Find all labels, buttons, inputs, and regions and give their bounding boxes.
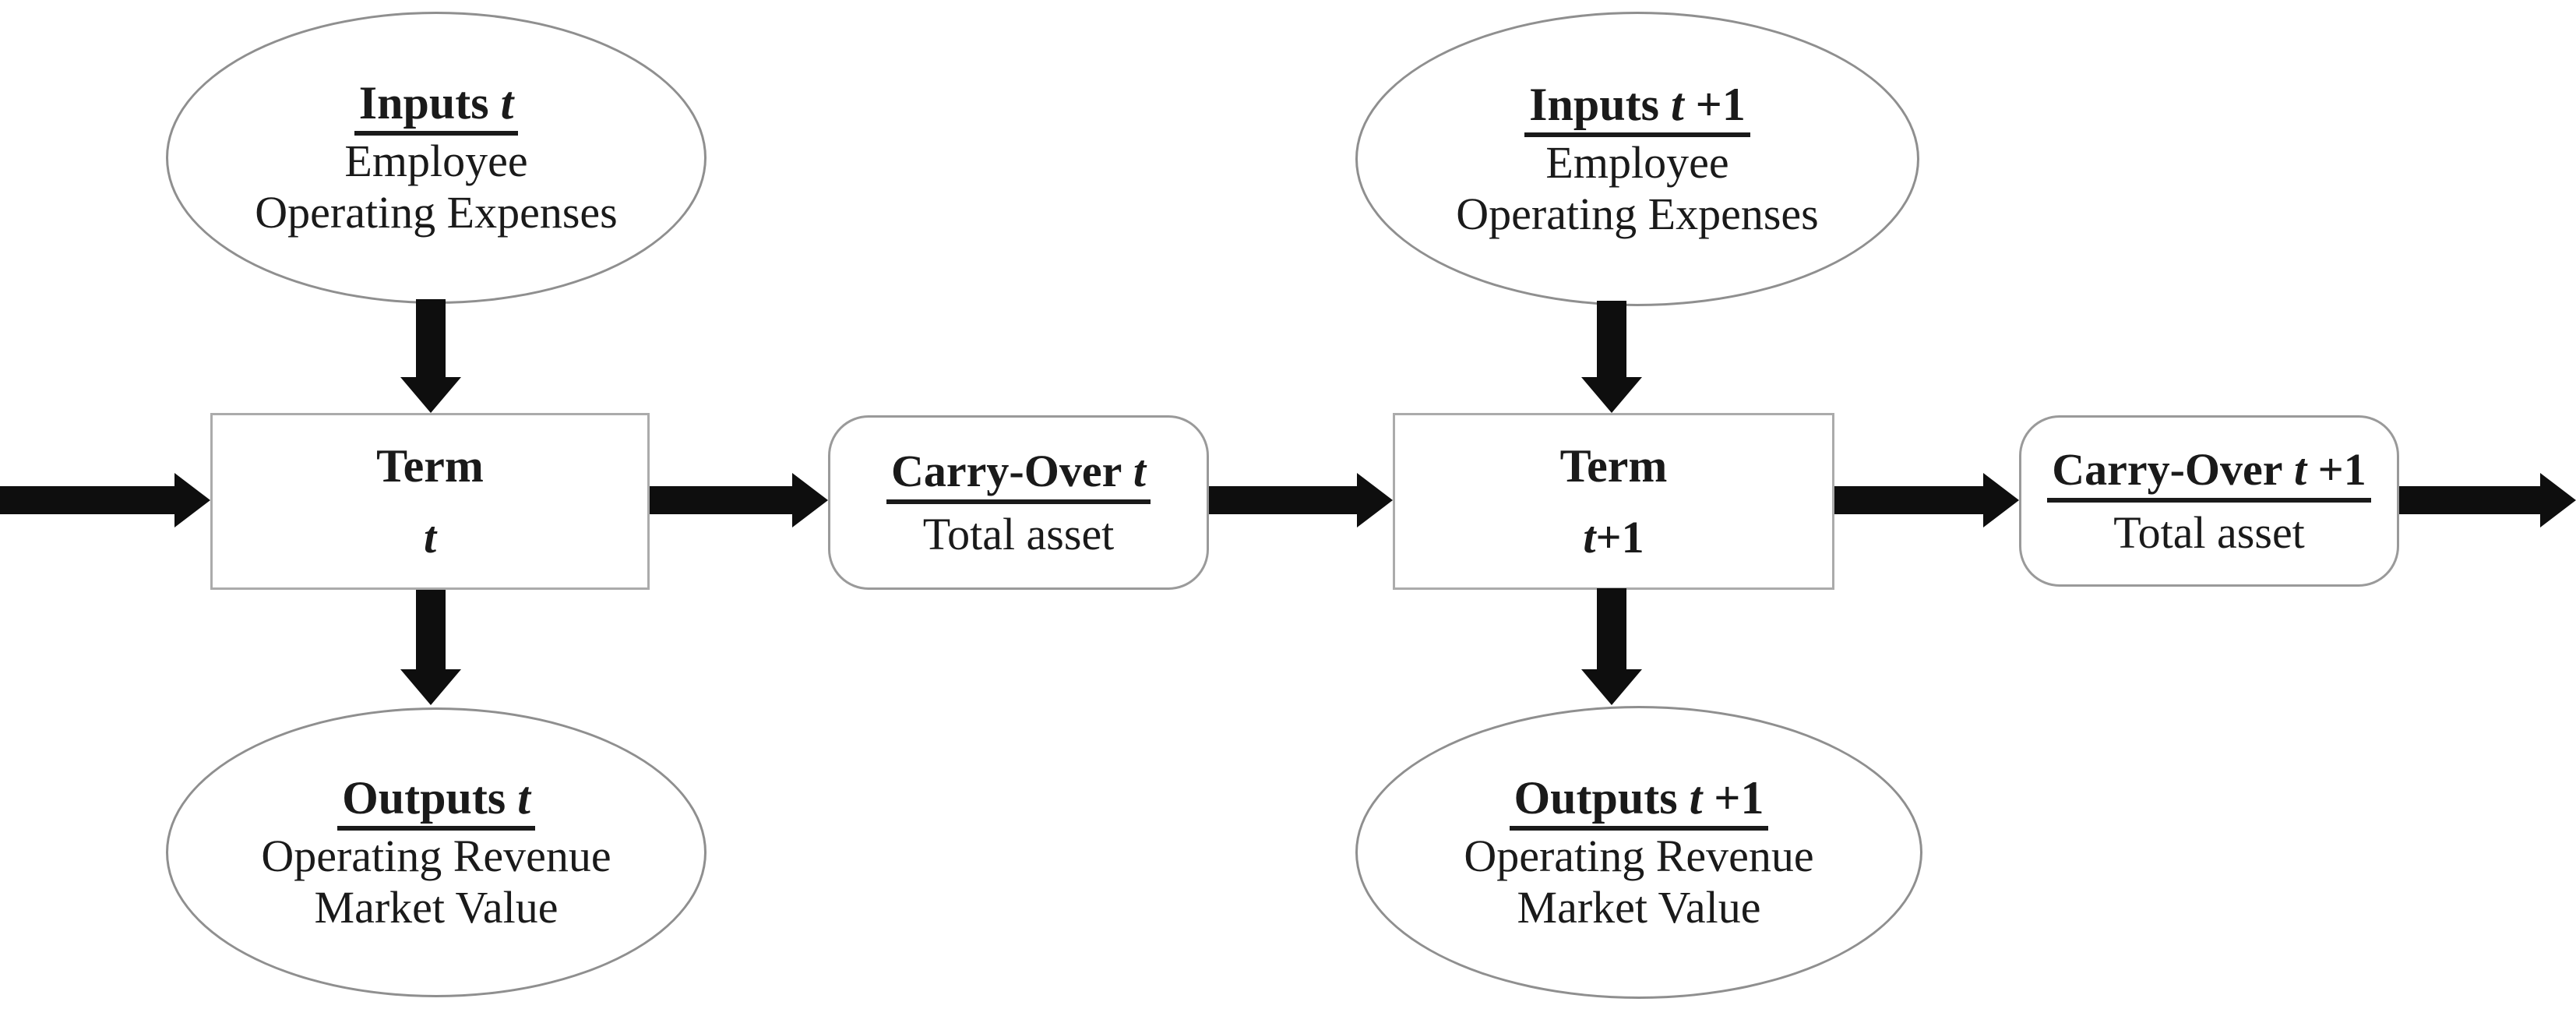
inputs-t1-title: Inputs t +1 — [1524, 79, 1750, 137]
outputs-t-line: Market Value — [314, 881, 559, 933]
outputs-t-line: Operating Revenue — [261, 830, 611, 881]
arrow-shaft — [2399, 486, 2540, 514]
inputs-t1-line: Employee — [1545, 136, 1729, 188]
arrow-shaft — [1209, 486, 1357, 514]
carryover-t1-box: Carry-Over t +1 Total asset — [2019, 415, 2399, 587]
flow-arrow-inputs-t-to-term-t — [400, 299, 461, 413]
arrow-head-down-icon — [400, 377, 461, 413]
flow-arrow-term-t-to-carryover-t — [650, 473, 828, 527]
outputs-t1-ellipse: Outputs t +1 Operating Revenue Market Va… — [1355, 706, 1922, 999]
arrow-shaft — [1597, 301, 1626, 379]
arrow-shaft — [1834, 486, 1983, 514]
arrow-head-down-icon — [400, 669, 461, 705]
outputs-t1-line: Operating Revenue — [1464, 830, 1814, 881]
arrow-head-right-icon — [174, 473, 210, 527]
arrow-shaft — [0, 486, 174, 514]
term-t1-box: Term t+1 — [1393, 413, 1834, 590]
flow-arrow-inputs-t1-to-term-t1 — [1581, 301, 1642, 413]
carryover-t1-title: Carry-Over t +1 — [2047, 444, 2371, 503]
term-t1-subscript: t+1 — [1583, 511, 1644, 563]
arrow-shaft — [416, 299, 446, 379]
arrow-head-right-icon — [792, 473, 828, 527]
outputs-t-ellipse: Outputs t Operating Revenue Market Value — [166, 707, 707, 997]
flow-arrow-out-of-carryover-t1 — [2399, 473, 2576, 527]
arrow-head-right-icon — [1357, 473, 1393, 527]
arrow-head-down-icon — [1581, 669, 1642, 705]
arrow-shaft — [1597, 588, 1626, 671]
flow-arrow-into-term-t — [0, 473, 210, 527]
carryover-t-box: Carry-Over t Total asset — [828, 415, 1209, 590]
inputs-t1-line: Operating Expenses — [1456, 188, 1819, 239]
inputs-t-line: Operating Expenses — [255, 187, 618, 238]
arrow-head-right-icon — [2540, 473, 2576, 527]
carryover-t-title: Carry-Over t — [886, 446, 1151, 504]
inputs-t1-ellipse: Inputs t +1 Employee Operating Expenses — [1355, 12, 1919, 306]
carryover-t1-line: Total asset — [2113, 506, 2305, 558]
outputs-t1-title: Outputs t +1 — [1509, 772, 1769, 831]
inputs-t-line: Employee — [344, 136, 528, 186]
arrow-shaft — [650, 486, 792, 514]
arrow-shaft — [416, 590, 446, 671]
term-t-box: Term t — [210, 413, 650, 590]
term-t-title: Term — [376, 439, 484, 492]
outputs-t-title: Outputs t — [337, 772, 535, 831]
flow-arrow-carryover-t-to-term-t1 — [1209, 473, 1393, 527]
carryover-t-line: Total asset — [922, 508, 1115, 559]
inputs-t-ellipse: Inputs t Employee Operating Expenses — [166, 12, 707, 304]
arrow-head-right-icon — [1983, 473, 2019, 527]
inputs-t-title: Inputs t — [354, 77, 519, 136]
term-t-subscript: t — [423, 511, 437, 563]
term-t1-title: Term — [1559, 439, 1668, 492]
flow-arrow-term-t1-to-carryover-t1 — [1834, 473, 2019, 527]
outputs-t1-line: Market Value — [1517, 881, 1761, 933]
arrow-head-down-icon — [1581, 377, 1642, 413]
flow-arrow-term-t1-to-outputs-t1 — [1581, 588, 1642, 705]
flow-arrow-term-t-to-outputs-t — [400, 590, 461, 705]
